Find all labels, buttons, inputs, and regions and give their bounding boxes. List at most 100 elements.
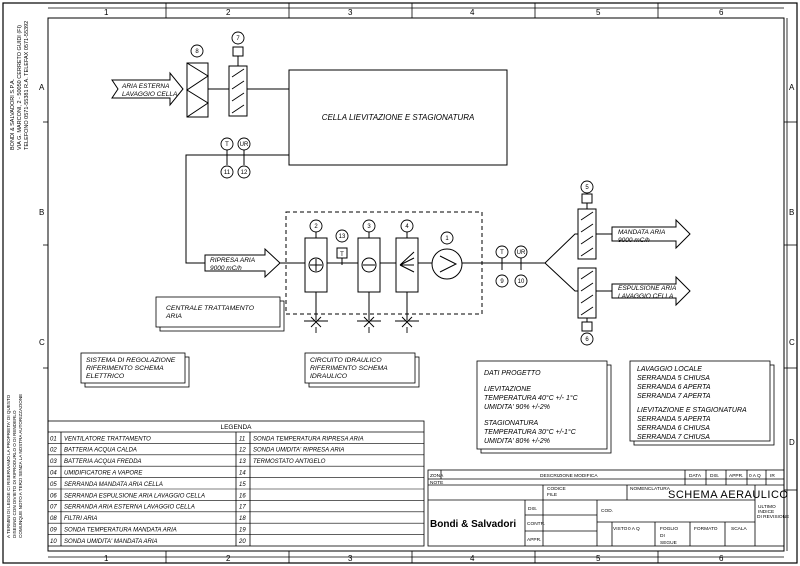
note-reg-1: SISTEMA DI REGOLAZIONE [86, 357, 176, 364]
company-logo-text: Bondi & Salvadori [430, 519, 516, 530]
cell-box [288, 69, 508, 166]
company-address-line: VIA G. MARCONI, 2 - 50050 CERRETO GUIDI … [17, 25, 23, 150]
inlet-label-1: ARIA ESTERNA [121, 83, 169, 90]
tb-note: NOTE [430, 480, 443, 486]
legend-number: 13 [239, 459, 246, 465]
inner-frame [47, 17, 785, 552]
col-6: 6 [719, 8, 724, 17]
row-c-left: C [39, 338, 45, 347]
tb-ultimo-1: ULTIMO [758, 504, 776, 510]
tb-ir: IR [770, 473, 775, 479]
tag-5: 5 [585, 185, 589, 191]
tb-codice: CODICE [547, 486, 566, 492]
legend-number: 11 [239, 436, 245, 442]
note-reg-3: ELETTRICO [86, 373, 125, 380]
return-air-arrow [204, 247, 281, 279]
tb-foglio: FOGLIO [660, 526, 678, 532]
tb-contr: CONTR. [527, 521, 545, 527]
legend-title: LEGENDA [220, 424, 252, 431]
legend-item: SONDA UMIDITA' MANDATA ARIA [64, 539, 157, 545]
col-4: 4 [470, 8, 475, 17]
legend-number: 01 [50, 436, 57, 442]
tag-11: 11 [224, 170, 231, 176]
tb-dis2: DIS. [528, 506, 537, 512]
tag-t-supply: T [500, 250, 504, 256]
legend-number: 18 [239, 516, 246, 522]
rights-line-3: COMUNQUE NOTO A TERZI SENZA LA NOSTRA AU… [18, 394, 23, 538]
legend-item: SERRANDA MANDATA ARIA CELLA [64, 482, 163, 488]
tb-dis: DIS. [710, 473, 719, 479]
tag-13: 13 [339, 234, 346, 240]
tb-di: DI [660, 533, 665, 539]
col-3: 3 [348, 8, 353, 17]
tb-scala: SCALA [731, 526, 748, 532]
legend-item: BATTERIA ACQUA CALDA [64, 448, 137, 454]
col-6-bottom: 6 [719, 554, 724, 563]
col-2-bottom: 2 [226, 554, 231, 563]
col-2: 2 [226, 8, 231, 17]
row-b: B [789, 208, 794, 217]
tag-7: 7 [236, 36, 240, 42]
exhaust-air-arrow [611, 275, 691, 307]
tb-appr2: APPR. [527, 537, 541, 543]
tb-data: DATA [689, 473, 702, 479]
tb-appr: APPR. [729, 473, 743, 479]
tag-ur-return: UR [240, 142, 249, 148]
tb-descrizione: DESCRIZIONE MODIFICA [540, 473, 598, 479]
rights-line-2: DISEGNO CON DIVIETO DI RIPRODURLO O DI R… [12, 410, 17, 538]
damper-status-7: SERRANDA 6 CHIUSA [637, 425, 710, 432]
legend-item: SONDA TEMPERATURA RIPRESA ARIA [253, 436, 364, 442]
inlet-label-2: LAVAGGIO CELLA [122, 91, 177, 98]
row-d: D [789, 438, 795, 447]
note-reg-2: RIFERIMENTO SCHEMA [86, 365, 164, 372]
legend-number: 03 [50, 459, 57, 465]
col-5: 5 [596, 8, 601, 17]
exhaust-label-2: LAVAGGIO CELLA [618, 293, 673, 300]
col-1-bottom: 1 [104, 554, 109, 563]
company-phone-line: TELEFONO 0571-55381 R.A. TELEFAX 0571-55… [24, 21, 30, 150]
legend-number: 20 [238, 539, 246, 545]
damper-status-6: SERRANDA 5 APERTA [637, 416, 711, 423]
legend-number: 16 [239, 493, 246, 499]
tb-ultimo-3: DI REVISIONE [757, 514, 789, 520]
design-lievitazione: LIEVITAZIONE [484, 386, 531, 393]
tb-segue: SEGUE [660, 540, 677, 546]
company-name-vertical: BONDI & SALVADORI S.P.A. [10, 78, 16, 150]
tb-nomenclatura: NOMENCLATURA [630, 486, 671, 492]
legend-number: 10 [50, 539, 57, 545]
tb-zona: ZONA [430, 473, 444, 479]
tb-cod: COD. [601, 508, 613, 514]
tb-formato: FORMATO [694, 526, 718, 532]
design-temp-1: TEMPERATURA 40°C +/- 1°C [484, 394, 579, 402]
legend-number: 04 [50, 471, 57, 477]
legend-item: SERRANDA ESPULSIONE ARIA LAVAGGIO CELLA [64, 493, 205, 499]
col-4-bottom: 4 [470, 554, 475, 563]
legend-number: 05 [50, 482, 57, 488]
tag-6: 6 [585, 337, 589, 343]
design-stagionatura: STAGIONATURA [484, 420, 539, 427]
row-c: C [789, 338, 795, 347]
legend-number: 19 [239, 528, 246, 534]
antifreeze-t-label: T [340, 252, 344, 258]
row-a: A [789, 83, 795, 92]
legend-number: 08 [50, 516, 57, 522]
damper-status-5: LIEVITAZIONE E STAGIONATURA [637, 407, 747, 414]
note-ahu-1: CENTRALE TRATTAMENTO [166, 305, 255, 312]
tb-ultimo-2: INDICE [758, 509, 774, 515]
design-title: DATI PROGETTO [484, 370, 541, 377]
rights-line-1: A TERMINI DI LEGGE CI RISERVIAMO LA PROP… [6, 394, 11, 538]
tag-ur-supply: UR [517, 250, 526, 256]
legend-item: TERMOSTATO ANTIGELO [253, 459, 326, 465]
legend-item: UMIDIFICATORE A VAPORE [64, 471, 143, 477]
tb-visto-letters: 0 A Q [628, 526, 640, 532]
col-5-bottom: 5 [596, 554, 601, 563]
legend-item: VENTILATORE TRATTAMENTO [64, 436, 151, 442]
legend-number: 14 [239, 471, 246, 477]
tag-1: 1 [445, 236, 449, 242]
legend-item: BATTERIA ACQUA FREDDA [64, 459, 142, 465]
col-1: 1 [104, 8, 109, 17]
design-hum-2: UMIDITA' 80% +/-2% [484, 438, 550, 445]
damper-status-4: SERRANDA 7 APERTA [637, 393, 711, 400]
